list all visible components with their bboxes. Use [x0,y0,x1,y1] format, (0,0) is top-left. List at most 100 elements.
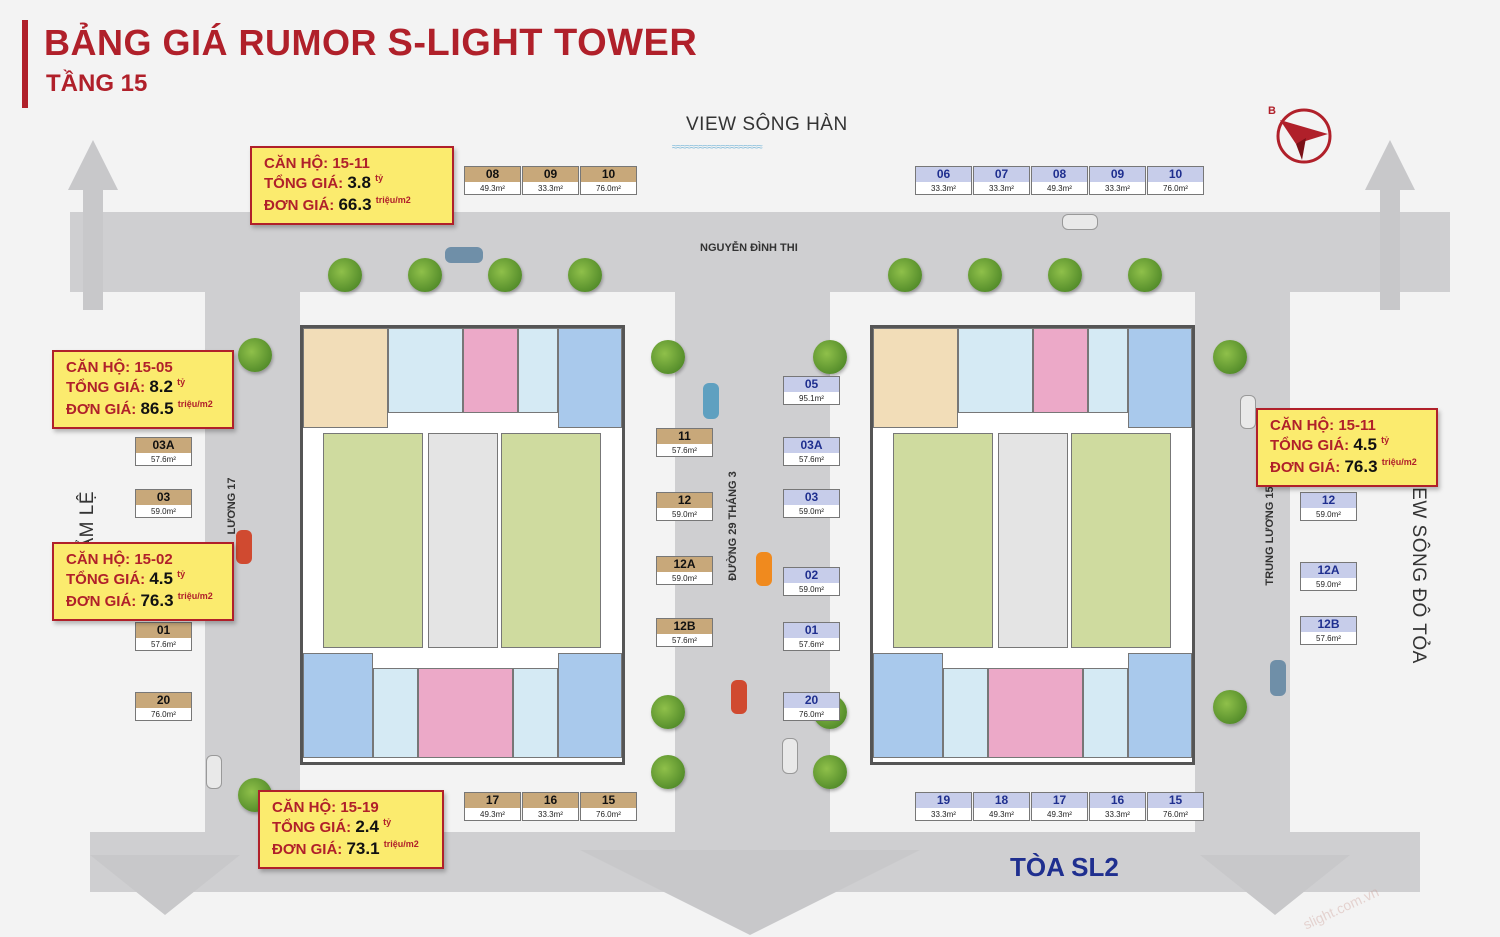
price-callout[interactable]: CĂN HỘ: 15-05 TỔNG GIÁ: 8.2 tỷ ĐƠN GIÁ: … [52,350,234,429]
callout-apt-row: CĂN HỘ: 15-19 [272,798,432,817]
unit-tag[interactable]: 20 76.0m² [783,692,840,721]
unit-price-value: 76.3 [140,591,174,610]
total-label: TỔNG GIÁ: [272,819,352,836]
unit-number: 10 [581,167,636,182]
unit-area: 33.3m² [931,184,956,193]
unit-17-18-plan [988,668,1083,758]
callout-total-row: TỔNG GIÁ: 4.5 tỷ [66,569,222,591]
unit-area: 76.0m² [1163,184,1188,193]
total-unit: tỷ [375,173,384,183]
unit-09-plan [1088,328,1128,413]
unit-area: 57.6m² [151,640,176,649]
unit-price-value: 86.5 [140,399,174,418]
price-callout[interactable]: CĂN HỘ: 15-11 TỔNG GIÁ: 3.8 tỷ ĐƠN GIÁ: … [250,146,454,225]
price-callout[interactable]: CĂN HỘ: 15-19 TỔNG GIÁ: 2.4 tỷ ĐƠN GIÁ: … [258,790,444,869]
total-unit: tỷ [177,569,186,579]
total-unit: tỷ [1381,435,1390,445]
unit-price-unit: triệu/m2 [375,195,411,205]
car-icon [1270,660,1286,696]
unit-number: 20 [784,693,839,708]
unit-price-label: ĐƠN GIÁ: [264,197,335,214]
unit-area: 76.0m² [799,710,824,719]
unit-08-plan [463,328,518,413]
unit-area: 76.0m² [596,184,621,193]
car-icon [782,738,798,774]
unit-area: 57.6m² [672,446,697,455]
car-icon [1062,214,1098,230]
unit-area: 76.0m² [1163,810,1188,819]
unit-number: 12B [657,619,712,634]
unit-number: 17 [1032,793,1087,808]
title-accent-bar [22,20,28,108]
unit-area: 59.0m² [799,585,824,594]
unit-number: 03 [136,490,191,505]
price-callout[interactable]: CĂN HỘ: 15-11 TỔNG GIÁ: 4.5 tỷ ĐƠN GIÁ: … [1256,408,1438,487]
unit-15-plan [558,653,622,758]
unit-number: 15 [581,793,636,808]
total-label: TỔNG GIÁ: [1270,437,1350,454]
unit-tag[interactable]: 10 76.0m² [580,166,637,195]
unit-number: 12B [1301,617,1356,632]
callout-apt-row: CĂN HỘ: 15-05 [66,358,222,377]
units-right-green-plan [1071,433,1171,648]
tree-icon [651,755,685,789]
unit-area: 57.6m² [672,636,697,645]
callout-total-row: TỔNG GIÁ: 8.2 tỷ [66,377,222,399]
svg-text:B: B [1268,105,1276,117]
unit-area: 59.0m² [1316,510,1341,519]
unit-area: 33.3m² [931,810,956,819]
unit-area: 49.3m² [480,810,505,819]
unit-price-value: 73.1 [346,839,380,858]
units-right-green-plan [501,433,601,648]
unit-19-plan [943,668,988,758]
unit-area: 33.3m² [538,184,563,193]
apt-label: CĂN HỘ: [66,551,131,568]
tree-icon [488,258,522,292]
tree-icon [1213,340,1247,374]
unit-area: 59.0m² [672,510,697,519]
unit-number: 16 [1090,793,1145,808]
unit-05-plan [303,328,388,428]
price-callout[interactable]: CĂN HỘ: 15-02 TỔNG GIÁ: 4.5 tỷ ĐƠN GIÁ: … [52,542,234,621]
road-nguyen-dinh-thi [70,212,1450,292]
unit-price-unit: triệu/m2 [1381,457,1417,467]
unit-tag[interactable]: 12B 57.6m² [656,618,713,647]
unit-number: 20 [136,693,191,708]
unit-price-label: ĐƠN GIÁ: [66,593,137,610]
unit-area: 33.3m² [1105,184,1130,193]
unit-number: 18 [974,793,1029,808]
unit-number: 05 [784,377,839,392]
car-icon [756,552,772,586]
unit-price-label: ĐƠN GIÁ: [1270,459,1341,476]
